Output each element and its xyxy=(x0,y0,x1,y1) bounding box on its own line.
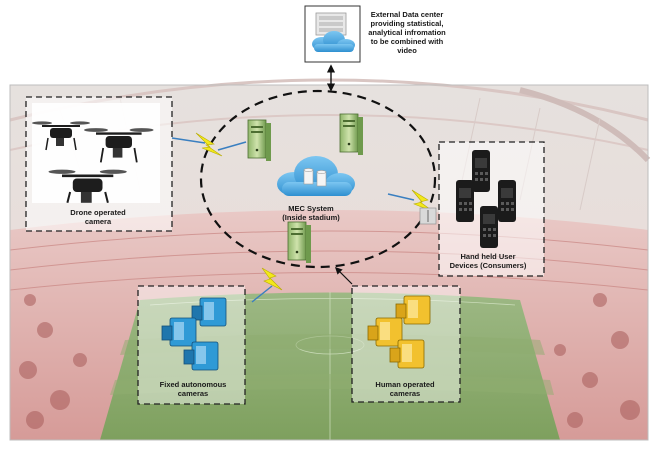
wireless-link-icon xyxy=(387,189,437,225)
drone-icon xyxy=(32,121,90,151)
label-line: Drone operated xyxy=(70,208,126,217)
label-line: cameras xyxy=(389,389,421,398)
mobile-phone-icon xyxy=(480,206,498,248)
server-icon xyxy=(339,113,363,155)
camera-icon xyxy=(161,317,197,347)
external-datacenter-label: External Data center providing statistic… xyxy=(364,10,450,55)
camera-icon xyxy=(183,341,219,371)
camera-icon xyxy=(367,317,403,347)
drone-icon xyxy=(48,169,127,204)
drone-icon xyxy=(84,128,154,163)
label-line: (Inside stadium) xyxy=(282,213,340,222)
server-icon xyxy=(247,119,271,161)
label-line: Hand held User xyxy=(460,252,516,261)
label-line: camera xyxy=(84,217,112,226)
wireless-link-icon xyxy=(251,267,283,303)
label-line: Human operated xyxy=(375,380,435,389)
mec-system-boundary xyxy=(199,89,437,269)
drone-cameras-label: Drone operated camera xyxy=(60,208,136,226)
server-cloud-icon xyxy=(312,12,355,52)
mec-system-label: MEC System (Inside stadium) xyxy=(270,204,352,222)
label-line: providing statistical, xyxy=(370,19,444,28)
label-line: cameras xyxy=(177,389,209,398)
fixed-cameras-label: Fixed autonomous cameras xyxy=(150,380,236,398)
human-cameras-label: Human operated cameras xyxy=(362,380,448,398)
label-line: to be combined with xyxy=(370,37,444,46)
mobile-phone-icon xyxy=(472,150,490,192)
label-line: Fixed autonomous xyxy=(159,380,227,389)
label-line: MEC System xyxy=(288,204,334,213)
camera-icon xyxy=(191,297,227,327)
server-icon xyxy=(287,221,311,263)
camera-icon xyxy=(395,295,431,325)
upload-link-arrow xyxy=(334,266,353,285)
wireless-link-icon xyxy=(171,132,247,157)
external-datacenter-node xyxy=(304,5,361,63)
label-line: video xyxy=(397,46,417,55)
handheld-devices-label: Hand held User Devices (Consumers) xyxy=(436,252,540,270)
label-line: Devices (Consumers) xyxy=(449,261,527,270)
camera-icon xyxy=(389,339,425,369)
mobile-phone-icon xyxy=(498,180,516,222)
label-line: analytical infromation xyxy=(368,28,446,37)
mobile-phone-icon xyxy=(456,180,474,222)
database-cloud-icon xyxy=(277,156,355,196)
label-line: External Data center xyxy=(370,10,444,19)
